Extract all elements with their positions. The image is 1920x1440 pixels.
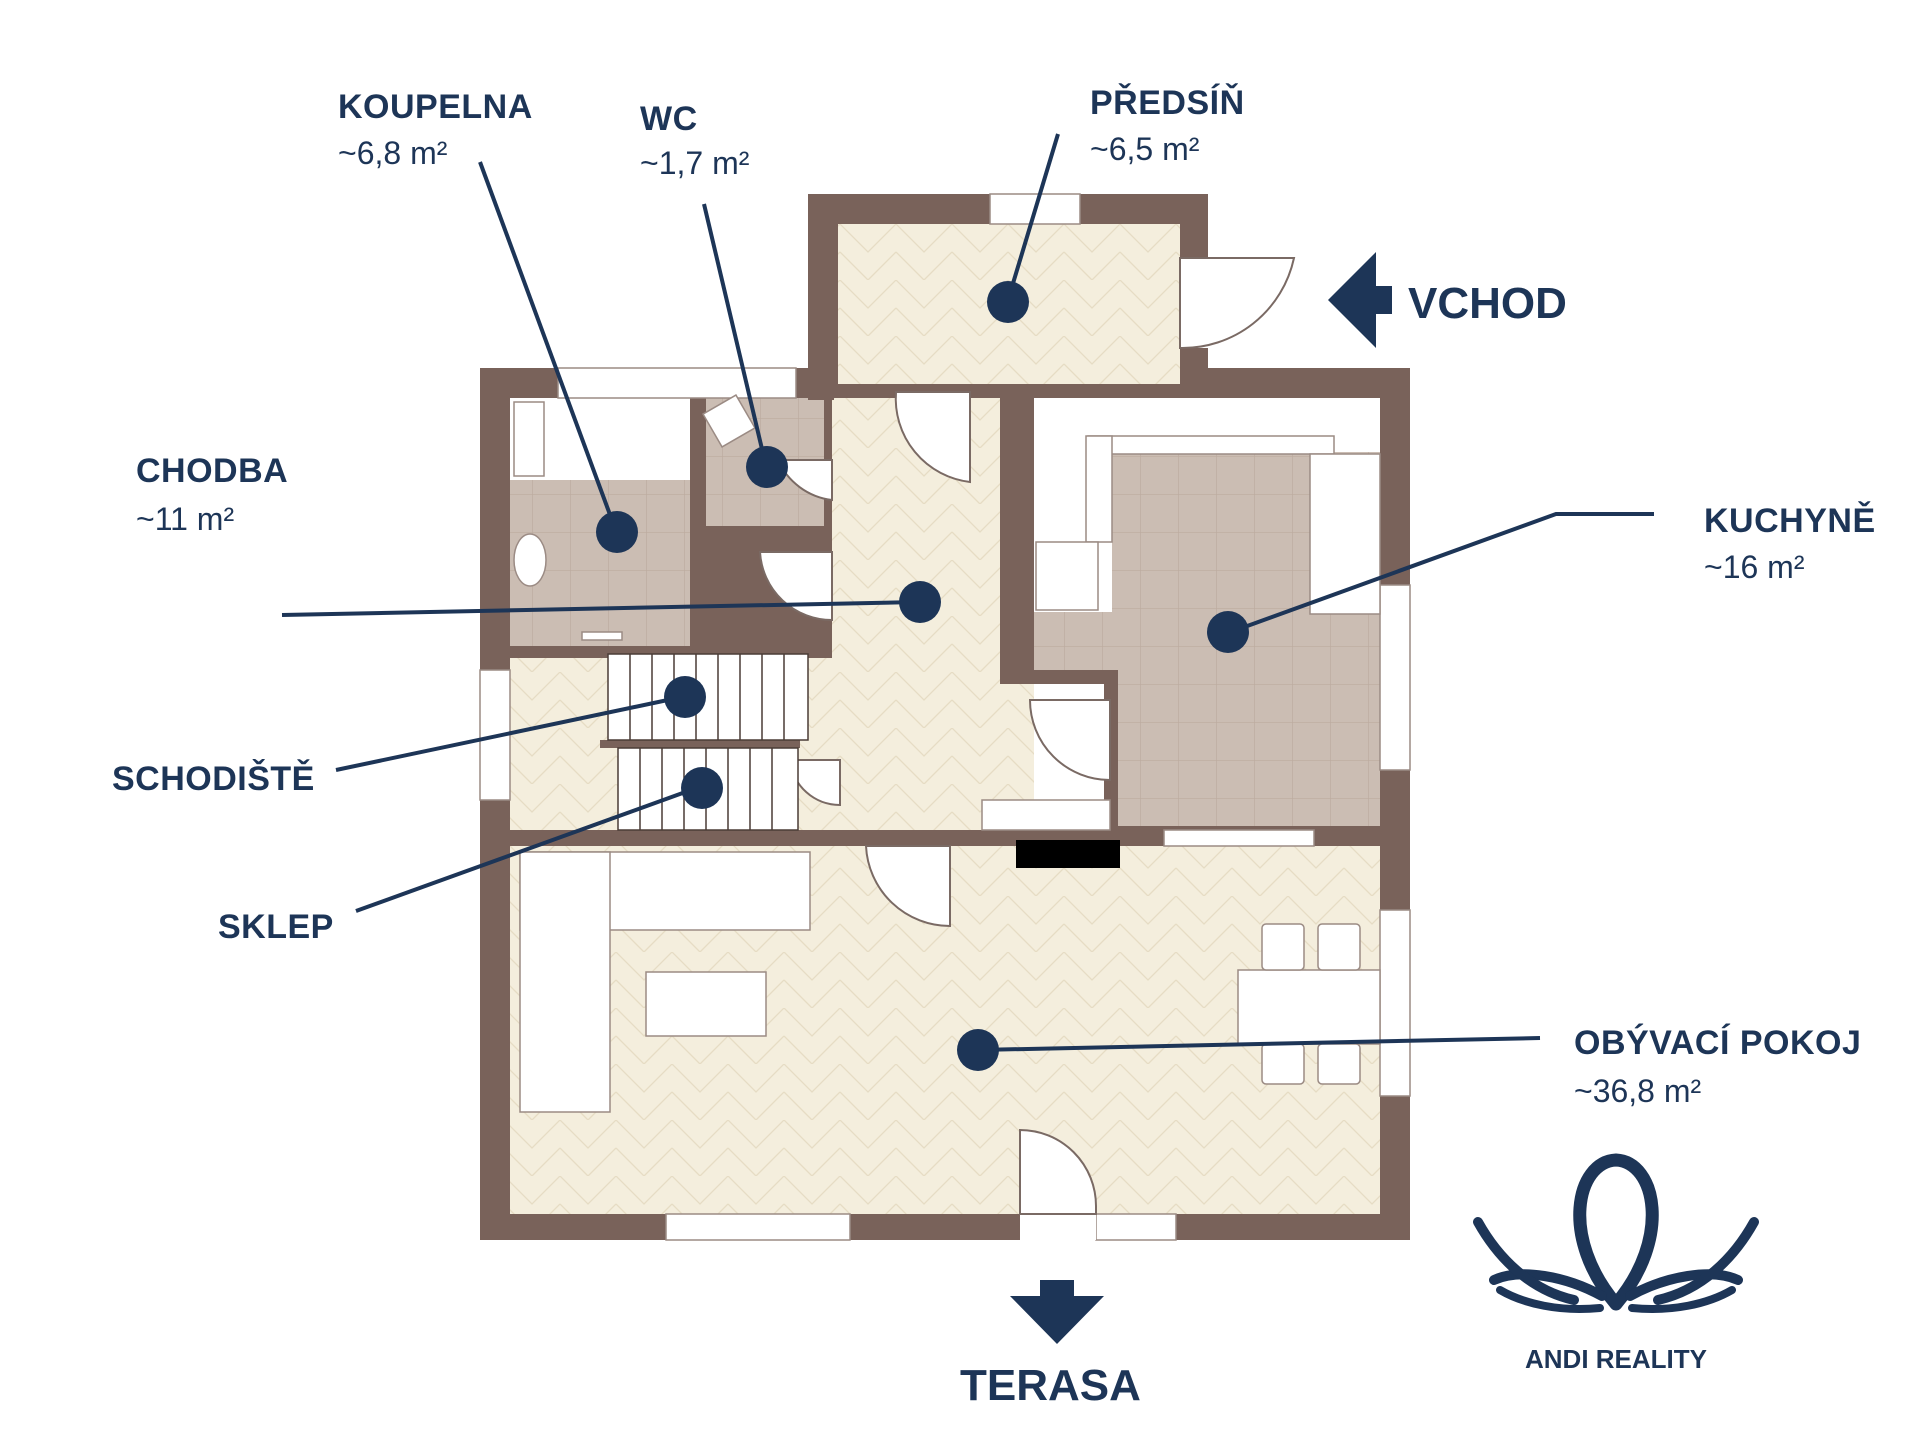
marker-kuchyne[interactable] bbox=[1207, 611, 1249, 653]
brand-name: ANDI REALITY bbox=[1525, 1344, 1707, 1374]
marker-koupelna[interactable] bbox=[596, 511, 638, 553]
room-name-predsin: PŘEDSÍŇ bbox=[1090, 84, 1245, 122]
room-name-sklep: SKLEP bbox=[218, 908, 334, 946]
room-name-obyvaci-pokoj: OBÝVACÍ POKOJ bbox=[1574, 1024, 1861, 1062]
marker-obyvaci-pokoj[interactable] bbox=[957, 1029, 999, 1071]
room-name-kuchyne: KUCHYNĚ bbox=[1704, 502, 1876, 540]
room-area-predsin: ~6,5 m² bbox=[1090, 131, 1200, 167]
leader-lines bbox=[281, 133, 1654, 1052]
terrace-marker: TERASA bbox=[960, 1280, 1141, 1410]
entrance-label: VCHOD bbox=[1408, 279, 1567, 328]
andi-reality-logo-icon bbox=[1473, 1153, 1759, 1314]
marker-sklep[interactable] bbox=[681, 767, 723, 809]
room-area-obyvaci-pokoj: ~36,8 m² bbox=[1574, 1073, 1702, 1109]
room-area-kuchyne: ~16 m² bbox=[1704, 549, 1805, 585]
terrace-label: TERASA bbox=[960, 1361, 1141, 1410]
entrance-marker: VCHOD bbox=[1328, 252, 1567, 348]
arrow-left-icon bbox=[1328, 252, 1392, 348]
room-name-wc: WC bbox=[640, 100, 698, 138]
room-markers bbox=[596, 281, 1249, 1071]
marker-predsin[interactable] bbox=[987, 281, 1029, 323]
room-name-koupelna: KOUPELNA bbox=[338, 88, 533, 126]
andi-reality-logo: ANDI REALITY bbox=[1473, 1153, 1759, 1374]
room-area-wc: ~1,7 m² bbox=[640, 145, 750, 181]
marker-schodiste[interactable] bbox=[664, 676, 706, 718]
room-area-koupelna: ~6,8 m² bbox=[338, 135, 448, 171]
marker-chodba[interactable] bbox=[899, 581, 941, 623]
room-name-chodba: CHODBA bbox=[136, 452, 288, 490]
marker-wc[interactable] bbox=[746, 446, 788, 488]
room-name-schodiste: SCHODIŠTĚ bbox=[112, 759, 315, 798]
arrow-down-icon bbox=[1010, 1280, 1104, 1344]
bathroom-fixtures bbox=[513, 394, 756, 641]
living-room-furniture bbox=[519, 851, 1381, 1113]
room-labels: KOUPELNA ~6,8 m² WC ~1,7 m² PŘEDSÍŇ ~6,5… bbox=[112, 84, 1876, 1109]
kitchen-units bbox=[981, 435, 1381, 868]
room-area-chodba: ~11 m² bbox=[136, 501, 234, 537]
